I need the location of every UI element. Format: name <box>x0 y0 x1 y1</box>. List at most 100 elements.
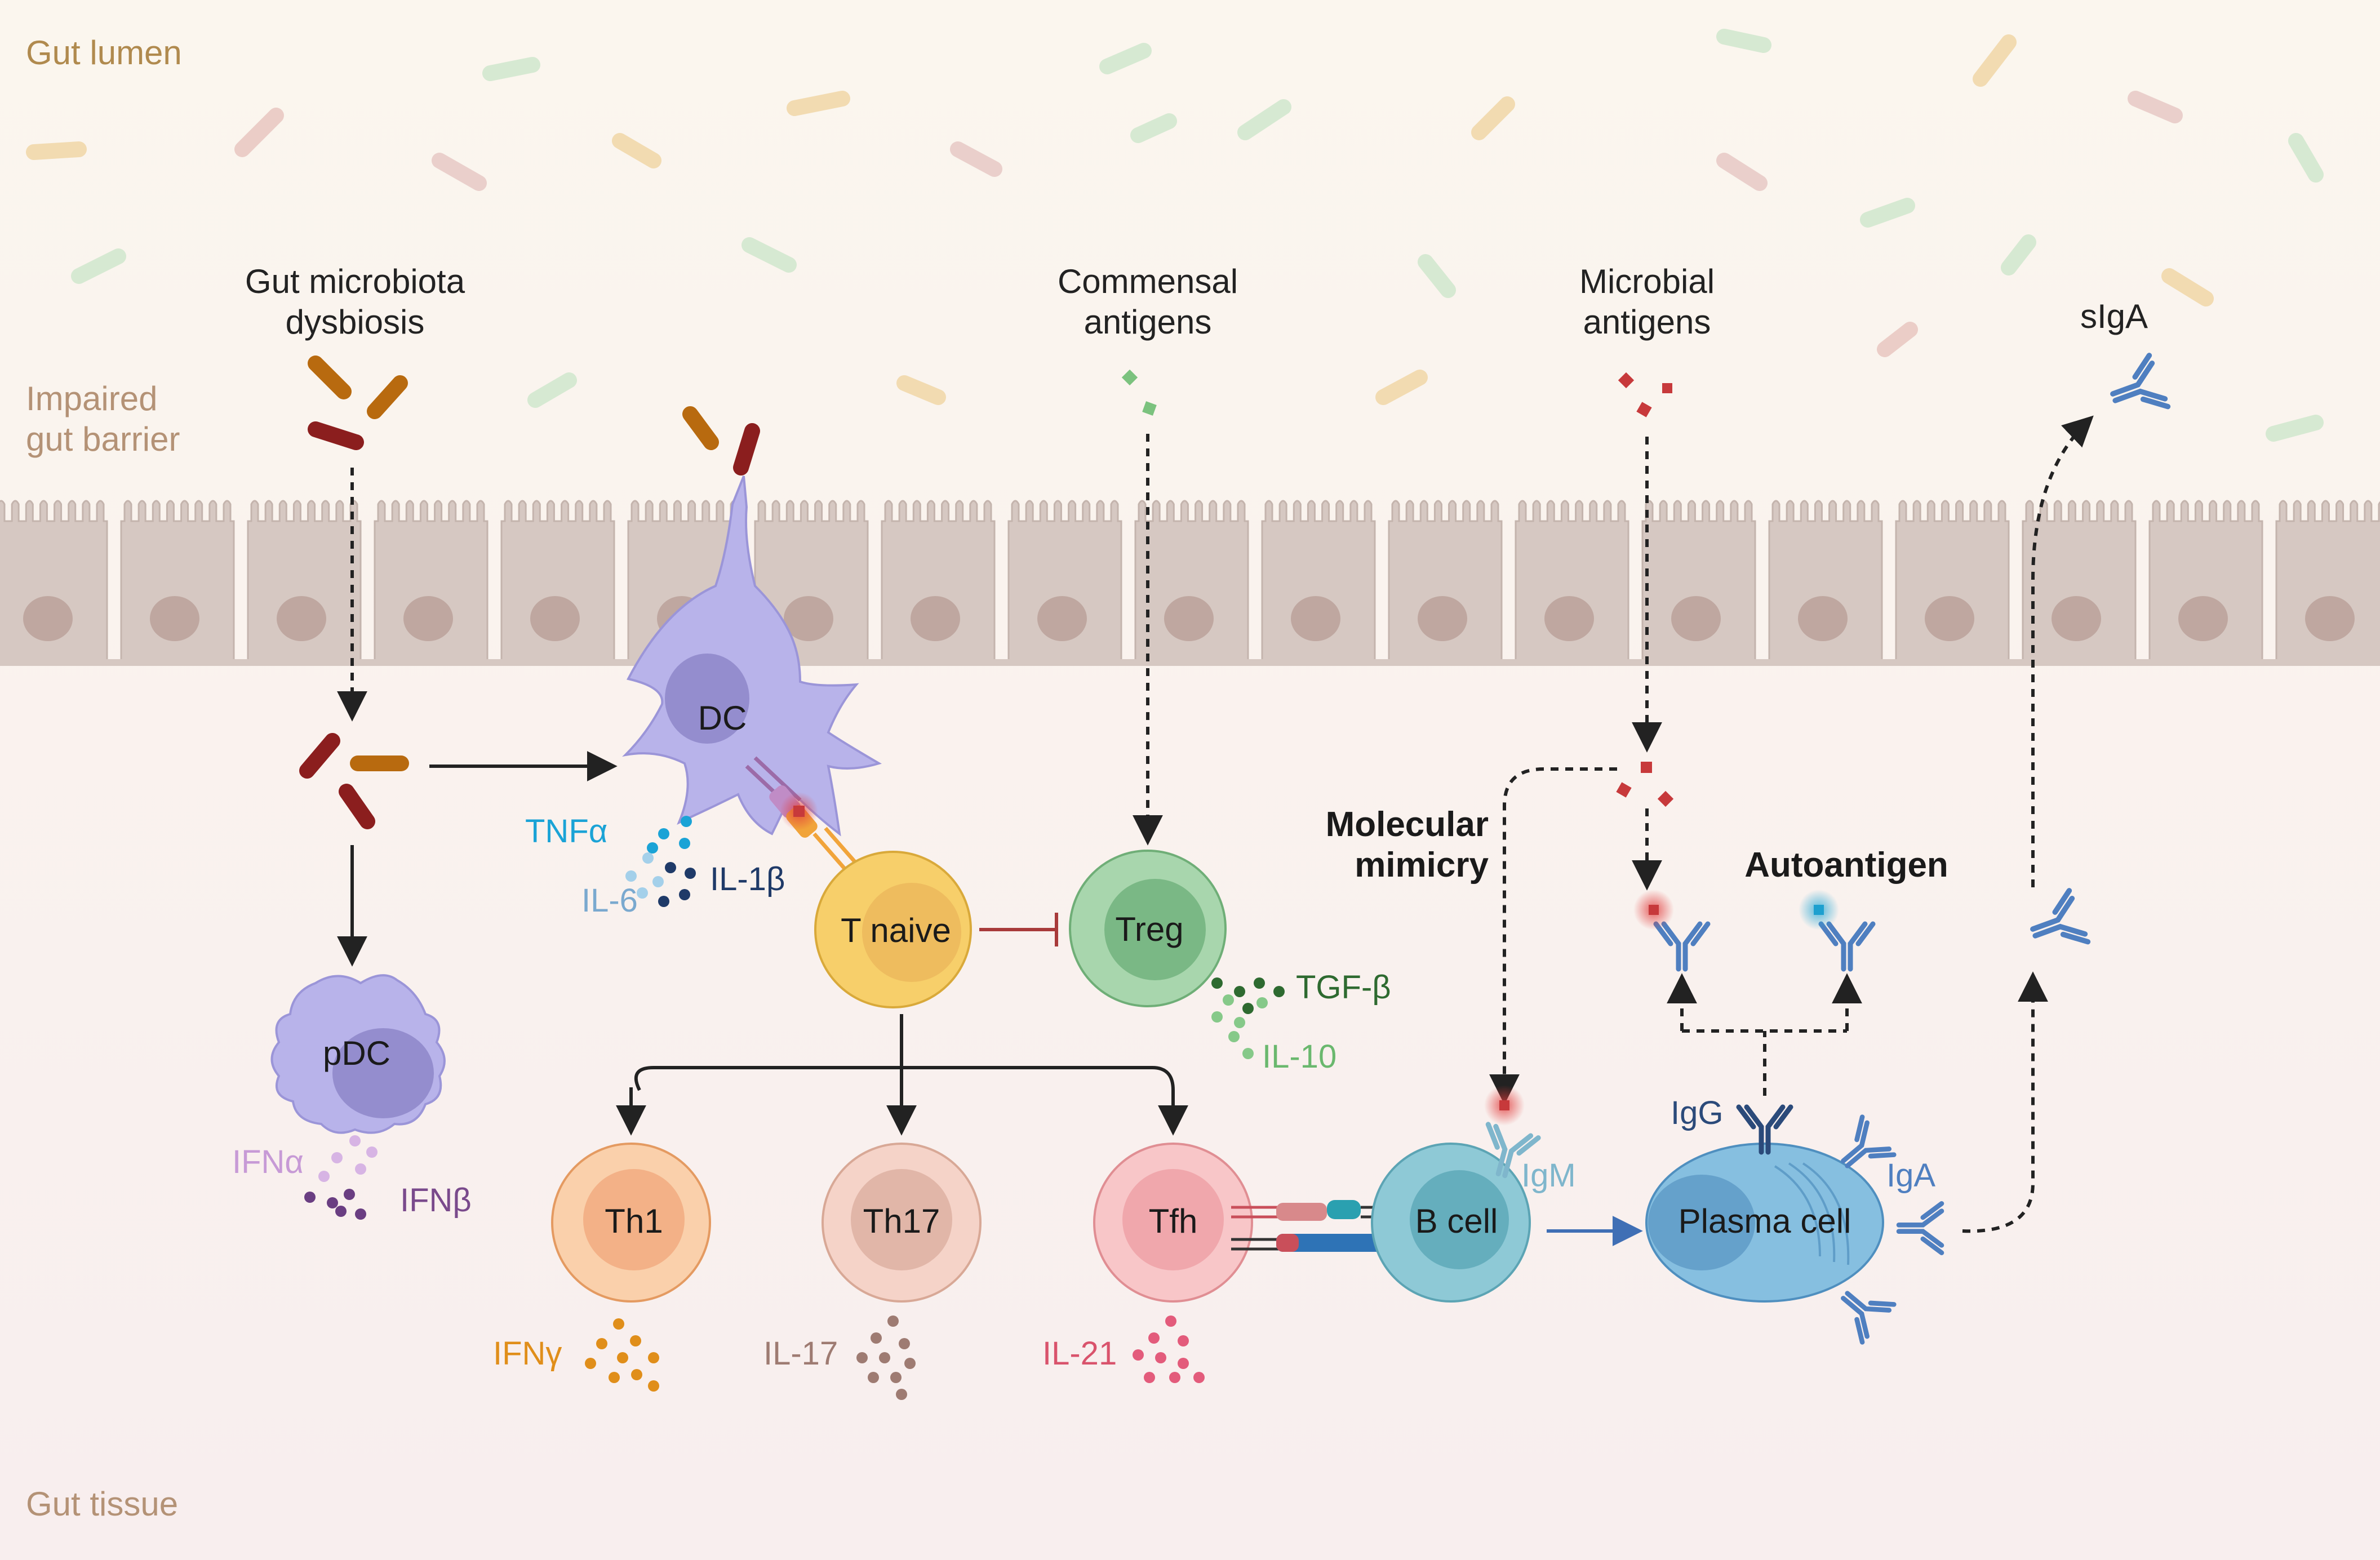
epithelial-cell-body <box>247 500 362 665</box>
dc-nucleus <box>665 654 749 744</box>
lumen-bacterium <box>432 153 487 191</box>
epithelial-cell <box>120 500 235 665</box>
cytokine-dot <box>648 1352 659 1363</box>
bcell-nucleus <box>1410 1170 1509 1269</box>
dashed-arrows <box>337 415 2094 1233</box>
epithelial-cell-body <box>1134 500 1249 665</box>
cytokine-dot <box>658 896 669 907</box>
epithelial-nucleus <box>1544 596 1594 641</box>
epithelial-cell-body <box>120 500 235 665</box>
dysbiosis-microbes-top <box>308 355 408 450</box>
epithelial-nucleus <box>277 596 326 641</box>
lumen-bacterium <box>1375 370 1428 405</box>
antibody-icon <box>2030 888 2091 945</box>
epithelial-cell-body <box>374 500 489 665</box>
cytokine-dot <box>665 862 676 873</box>
cytokine-dot <box>355 1163 366 1175</box>
epithelial-cell <box>1641 500 1756 665</box>
cytokine-dot <box>1211 1011 1223 1023</box>
cytokine-dot <box>896 1389 907 1400</box>
iga-label: IgA <box>1886 1157 1935 1194</box>
epithelial-nucleus <box>1037 596 1087 641</box>
epithelial-cell <box>374 500 489 665</box>
igg-label: IgG <box>1671 1095 1724 1131</box>
cytokine-dot <box>642 852 654 864</box>
il17-label: IL-17 <box>763 1335 838 1372</box>
autoantigen-bound <box>1814 905 1824 915</box>
cytokine-dot <box>318 1171 330 1182</box>
cytokine-dot <box>304 1192 316 1203</box>
cytokine-dot <box>679 889 690 900</box>
commensal-antigen-particles <box>1121 369 1157 416</box>
epithelial-nucleus <box>403 596 453 641</box>
cytokine-dot <box>1228 1031 1240 1042</box>
microbe-rod <box>339 784 375 829</box>
cytokine-dot <box>609 1372 620 1383</box>
cytokine-dot <box>904 1358 916 1369</box>
antigen-particle <box>1657 790 1674 807</box>
plasmacytoid-dendritic-cell: pDC <box>270 974 446 1134</box>
microbial-label-line2: antigens <box>1583 303 1711 341</box>
microbe-rod <box>299 733 340 779</box>
cytokine-dot <box>1133 1349 1144 1361</box>
epithelium-layer <box>0 500 2380 666</box>
mhc-stalk <box>753 756 802 802</box>
cytokine-dot <box>1193 1372 1205 1383</box>
lumen-bacterium <box>1877 322 1918 357</box>
epithelial-cell-body <box>881 500 996 665</box>
cytokine-dot <box>355 1208 366 1220</box>
epithelial-cell <box>1768 500 1883 665</box>
tfh-label: Tfh <box>1149 1202 1198 1240</box>
il1b-label: IL-1β <box>710 861 785 897</box>
epithelial-nucleus <box>911 596 960 641</box>
cytokine-dot <box>1234 986 1245 997</box>
tnfa-label: TNFα <box>525 813 607 850</box>
ifnb-label: IFNβ <box>400 1182 472 1219</box>
epithelial-cell <box>1388 500 1503 665</box>
antibody-icon <box>1841 1114 1897 1168</box>
epithelial-nucleus <box>150 596 199 641</box>
antigen-particle <box>1142 401 1157 416</box>
cytokine-dot <box>630 1335 641 1346</box>
microbial-label-line1: Microbial <box>1579 263 1715 300</box>
cytokine-dot <box>625 870 637 882</box>
iga-secretion-arrow <box>2031 415 2094 887</box>
lumen-bacterium <box>896 375 946 405</box>
plasma-cell: Plasma cell <box>1645 1143 1884 1303</box>
epithelial-nucleus <box>23 596 73 641</box>
cytokine-dot <box>1256 997 1268 1008</box>
lumen-bacterium <box>482 57 540 81</box>
dysbiosis-label-line2: dysbiosis <box>286 303 425 341</box>
th1-label: Th1 <box>605 1202 663 1240</box>
epithelial-cell <box>247 500 362 665</box>
cytokine-dot <box>1155 1352 1166 1363</box>
iga-to-lamina-arrow <box>1962 971 2048 1233</box>
cytokine-dot <box>1165 1315 1176 1327</box>
pdc-nucleus <box>332 1028 434 1118</box>
microbial-antigen-particles <box>1618 372 1672 417</box>
impaired-barrier-label-line2: gut barrier <box>26 420 180 458</box>
epithelial-cell-body <box>1641 500 1756 665</box>
epithelial-nucleus <box>1291 596 1340 641</box>
autoantigen-label: Autoantigen <box>1744 846 1948 885</box>
epithelial-nucleus <box>2178 596 2228 641</box>
tcr-molecule <box>1276 1234 1299 1252</box>
antigen-particle <box>1662 383 1672 393</box>
cytokine-dot <box>1169 1372 1180 1383</box>
lumen-bacterium <box>950 141 1002 177</box>
cytokine-dot <box>1234 1017 1245 1028</box>
antigen-particle <box>1636 402 1652 417</box>
cytokine-dot <box>899 1338 910 1349</box>
cytokine-dot <box>366 1146 378 1158</box>
lumen-bacterium <box>1716 153 1768 191</box>
lumen-bacterium <box>1418 254 1456 298</box>
antibody-icon <box>1841 1291 1897 1345</box>
plasma-er <box>1774 1162 1850 1265</box>
th17-label: Th17 <box>863 1202 940 1240</box>
epithelial-nucleus <box>530 596 580 641</box>
epithelial-nucleus <box>1671 596 1721 641</box>
pdc-label: pDC <box>323 1034 390 1072</box>
presented-antigen <box>793 806 805 817</box>
b-cell: B cell <box>1371 1143 1531 1303</box>
